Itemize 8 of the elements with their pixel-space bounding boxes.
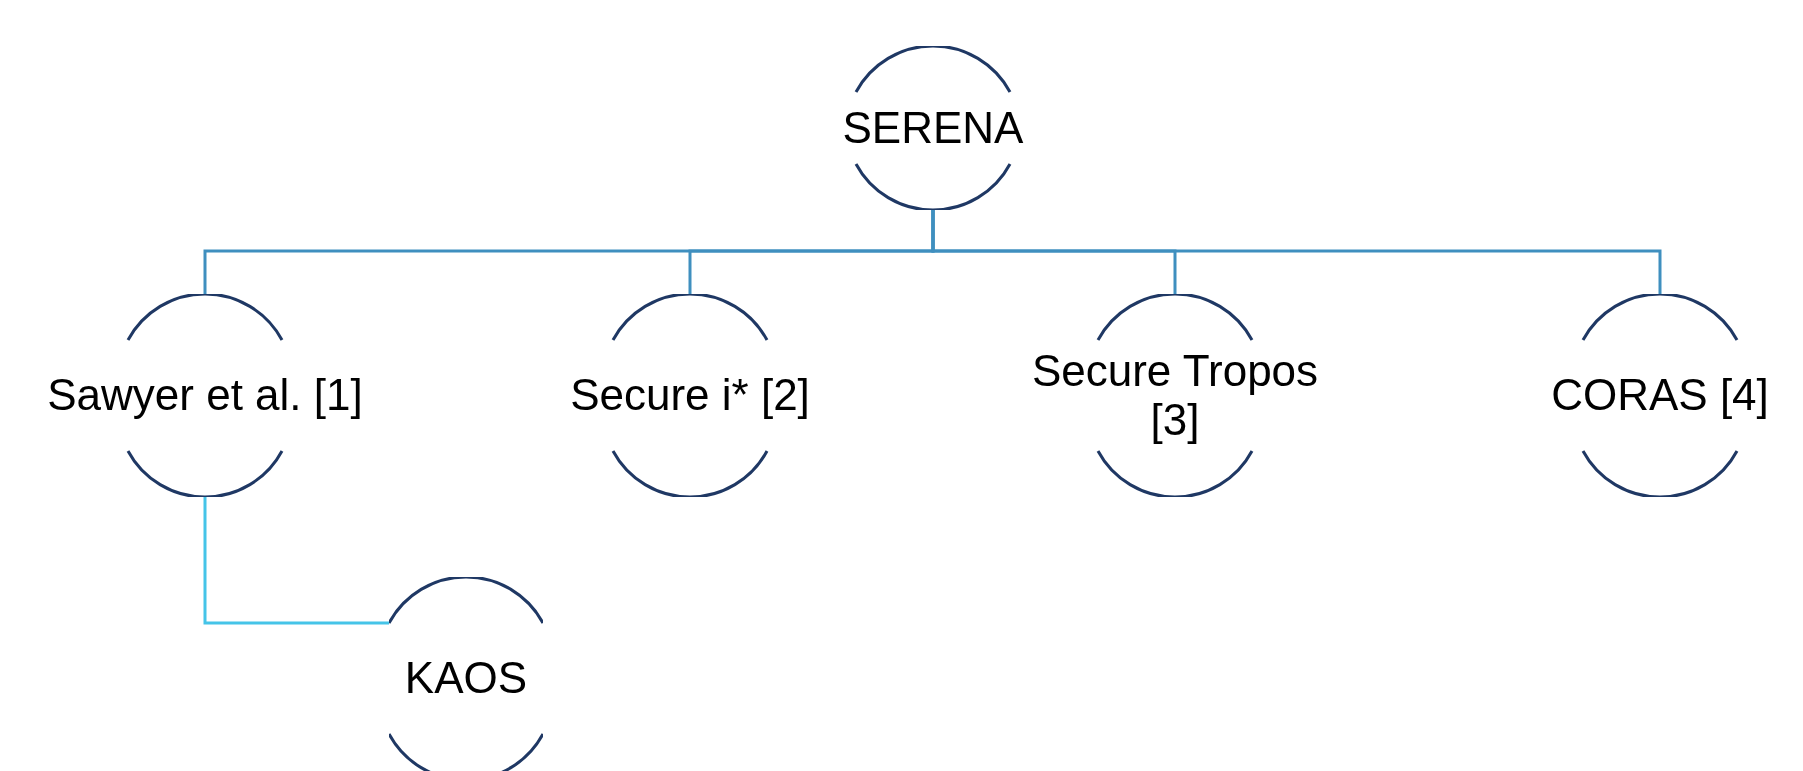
node-label: SERENA [842,103,1024,153]
node-label: CORAS [4] [1551,371,1769,420]
connector-line [931,210,1662,294]
node-label: KAOS [404,654,528,703]
node-label: Secure i* [2] [570,371,810,420]
node-label: Secure Tropos [3] [1030,347,1320,444]
node-label: Sawyer et al. [1] [47,371,363,420]
connector-line [203,497,389,625]
